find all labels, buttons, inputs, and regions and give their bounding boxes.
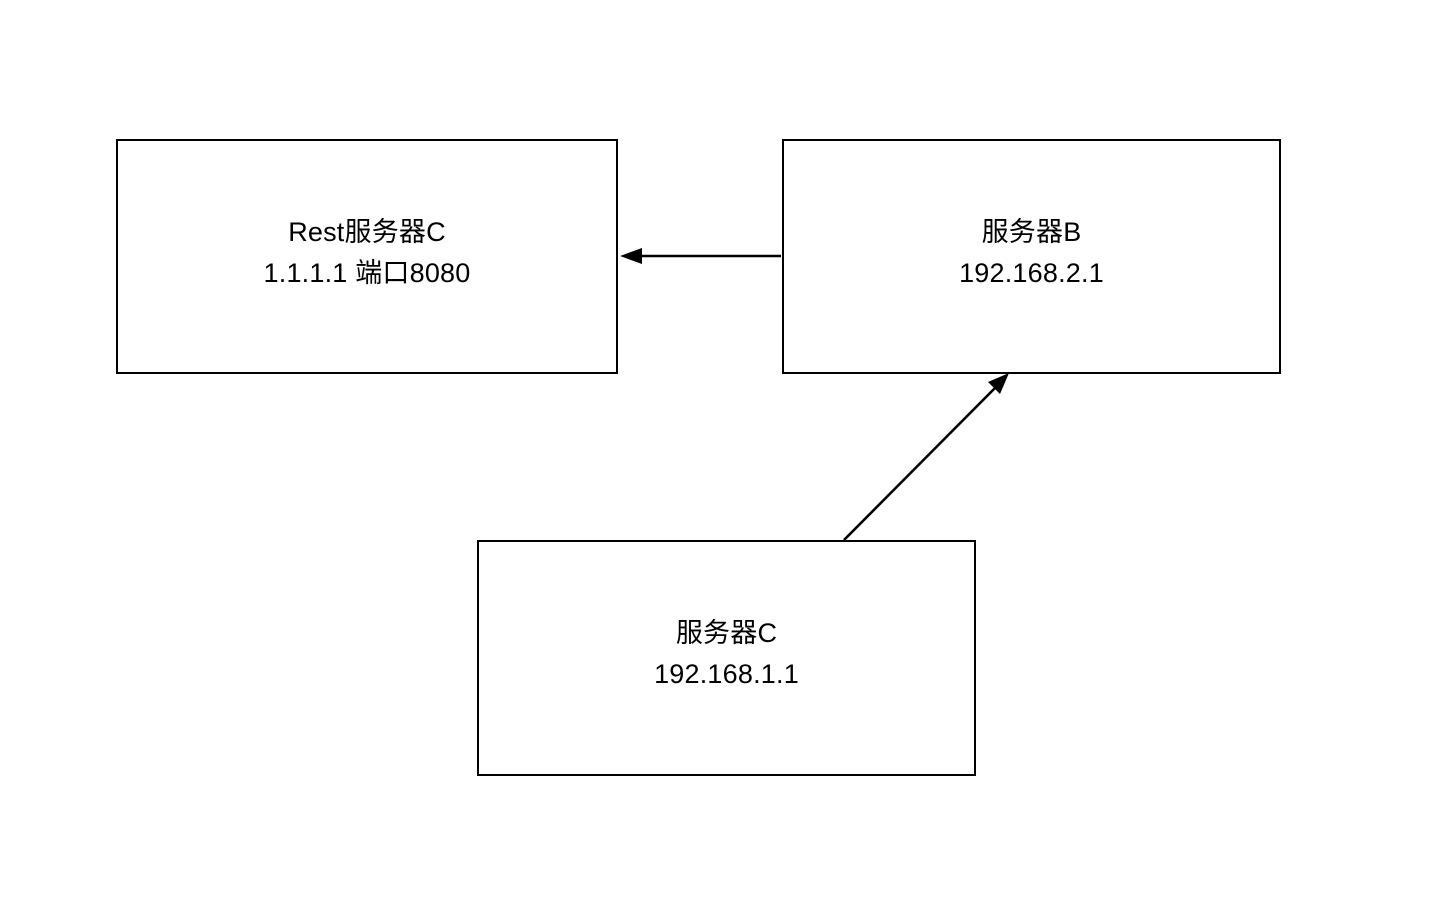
node-text-block: 服务器B 192.168.2.1	[959, 212, 1104, 294]
edge-server-c-to-server-b[interactable]	[843, 373, 1009, 541]
node-text-block: 服务器C 192.168.1.1	[654, 613, 799, 695]
arrowhead-left-icon	[620, 248, 642, 264]
node-text-block: Rest服务器C 1.1.1.1 端口8080	[264, 212, 471, 294]
node-title: Rest服务器C	[288, 216, 446, 247]
node-subtitle: 192.168.1.1	[654, 659, 799, 689]
edge-server-b-to-rest-server-c[interactable]	[620, 248, 781, 264]
node-rest-server-c[interactable]: Rest服务器C 1.1.1.1 端口8080	[116, 139, 618, 374]
edge-line	[843, 386, 997, 541]
node-subtitle: 192.168.2.1	[959, 257, 1104, 288]
node-title: 服务器C	[675, 618, 778, 648]
node-server-c[interactable]: 服务器C 192.168.1.1	[477, 540, 976, 776]
node-title: 服务器B	[981, 216, 1082, 247]
node-server-b[interactable]: 服务器B 192.168.2.1	[782, 139, 1281, 374]
node-subtitle: 1.1.1.1 端口8080	[263, 257, 471, 288]
arrowhead-up-right-icon	[988, 373, 1009, 394]
